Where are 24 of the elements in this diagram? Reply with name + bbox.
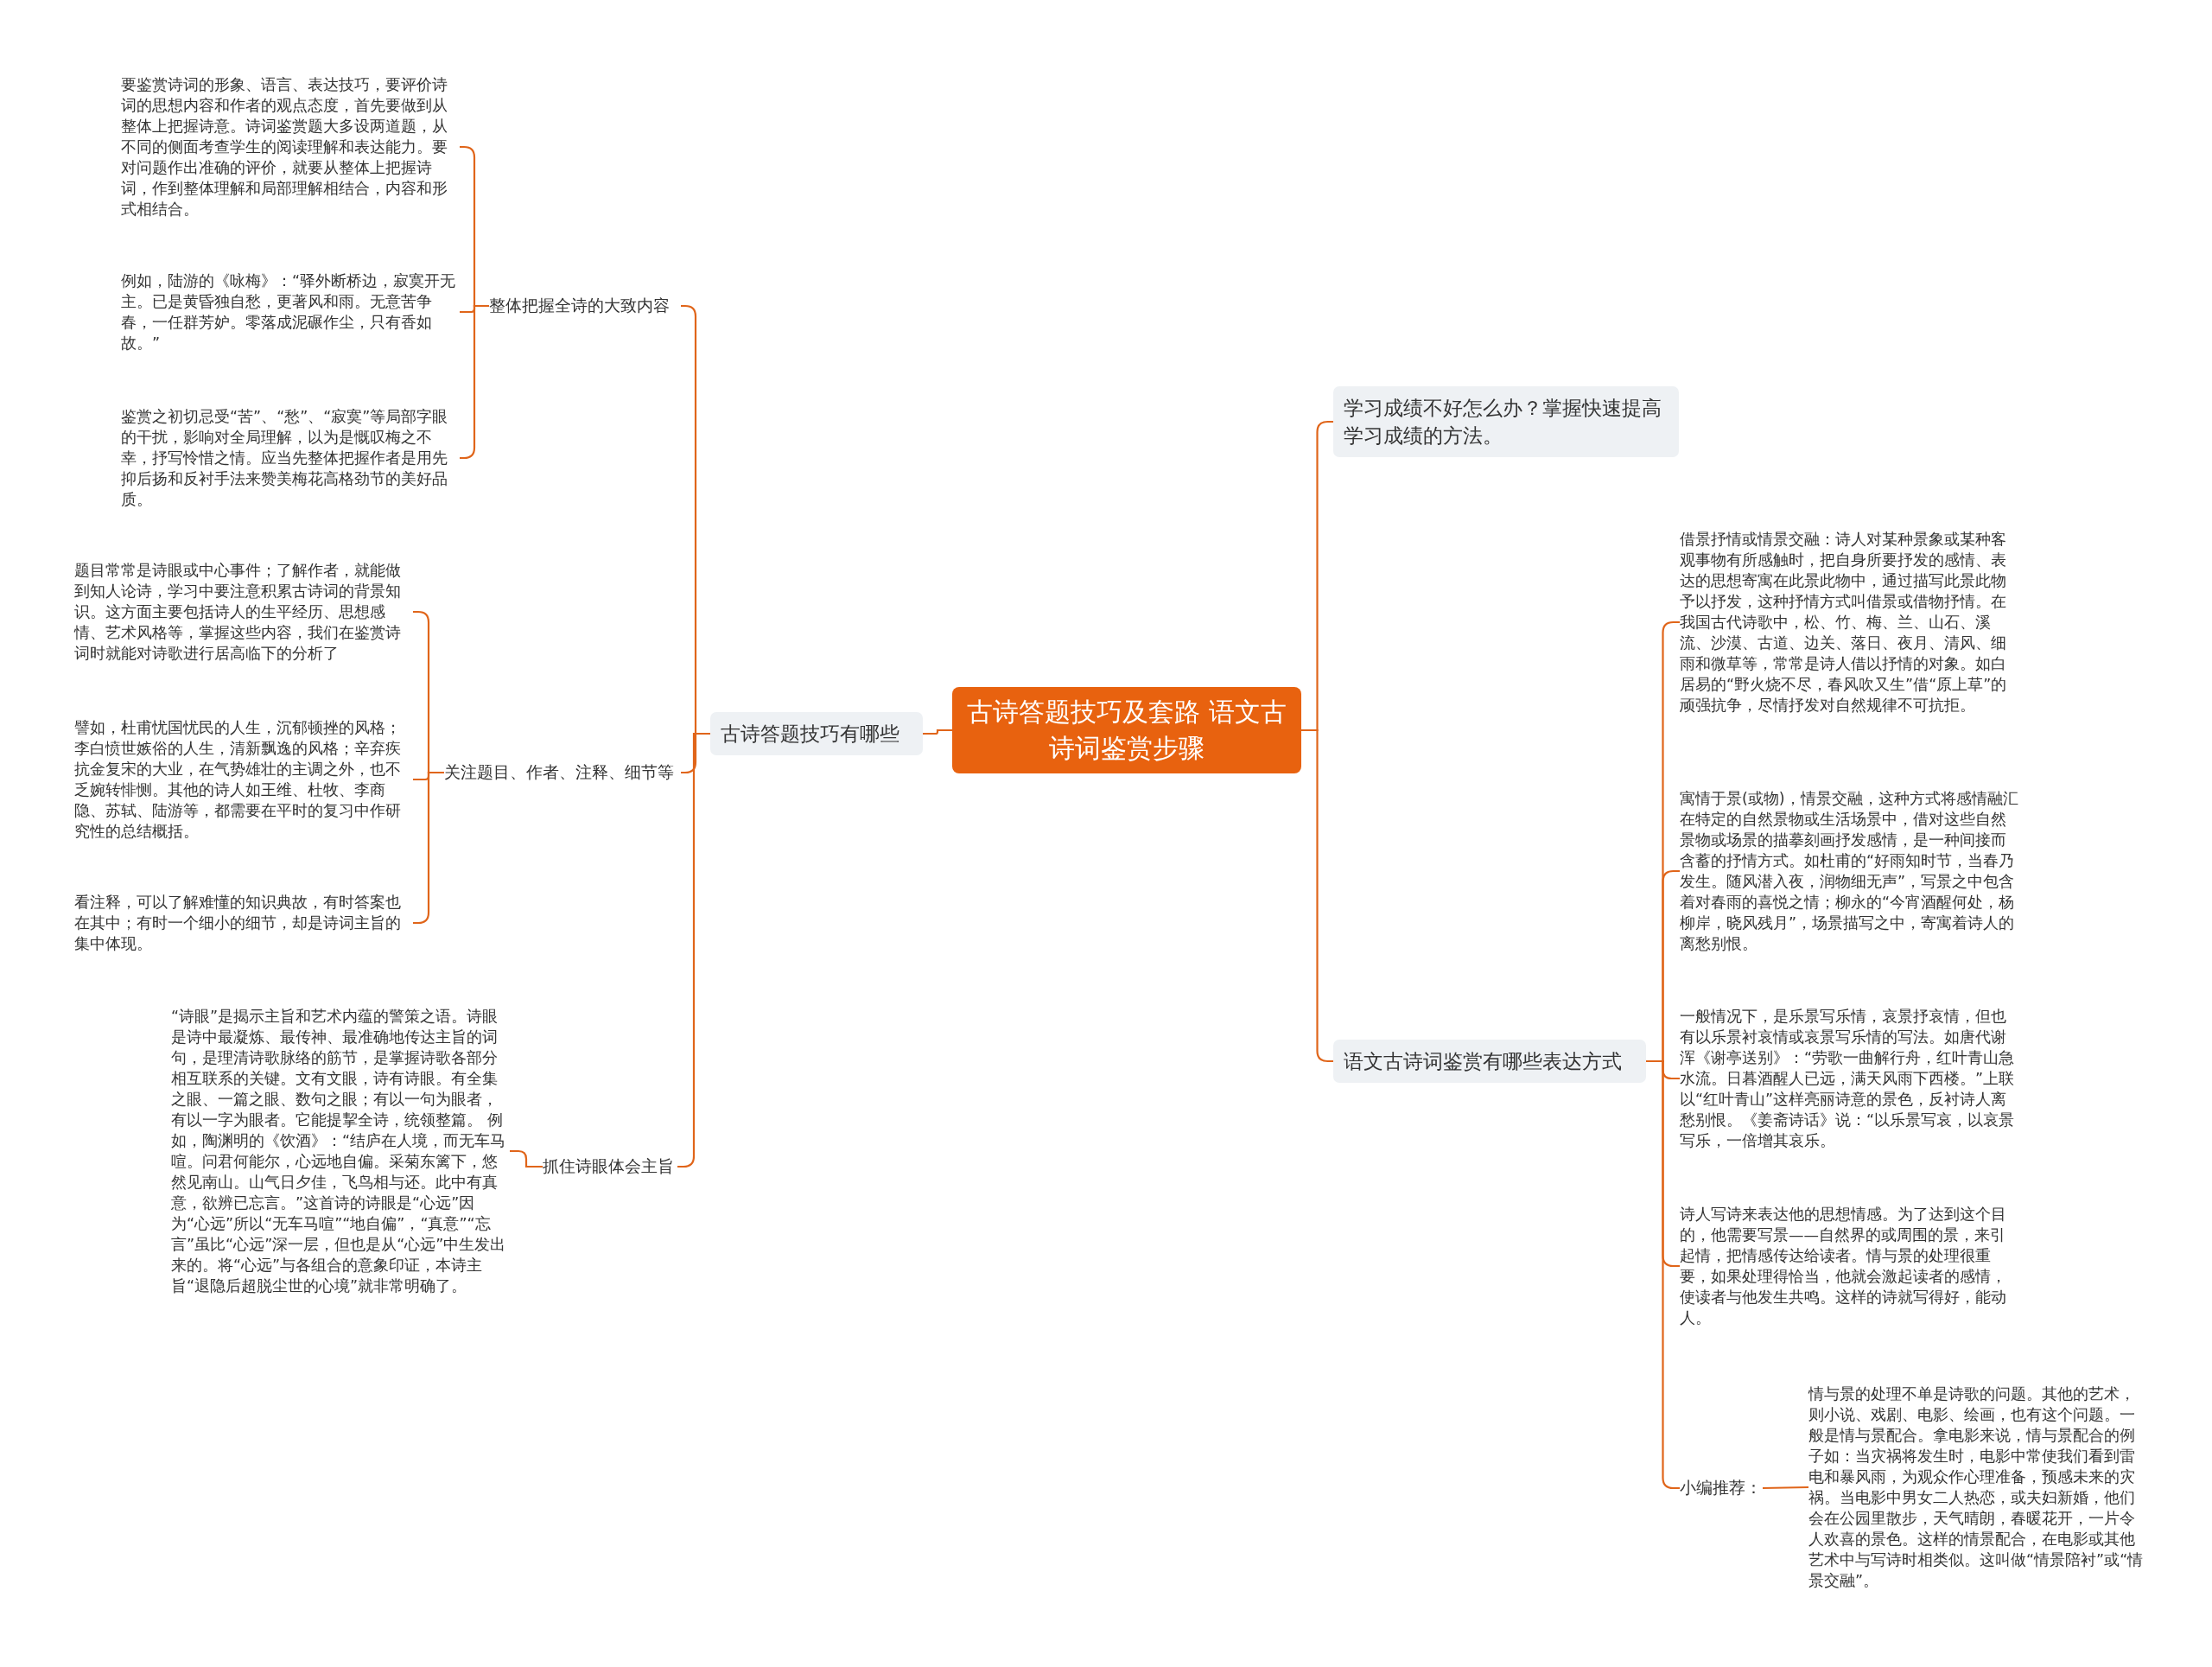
topic-box: 学习成绩不好怎么办？掌握快速提高学习成绩的方法。 [1333, 386, 1679, 457]
note-text: 寓情于景(或物)，情景交融，这种方式将感情融汇在特定的自然景物或生活场景中，借对这些自然景物或场景的描摹刻画抒发感情，是一种间接而含蓄的抒情方式。如杜甫的“好雨知时节，当春乃发生。随风潜入夜，润物细无声”，写景之中包含着对春雨的喜悦之情；柳永的“今宵酒醒何处，杨柳岸，晓风残月”，场景描写之中，寄寓着诗人的离愁别恨。 [1680, 788, 2018, 954]
note-text: 一般情况下，是乐景写乐情，哀景抒哀情，但也有以乐景衬哀情或哀景写乐情的写法。如唐代谢浑《谢亭送别》：“劳歌一曲解行舟，红叶青山急水流。日暮酒醒人已远，满天风雨下西楼。”上联以“红叶青山”这样亮丽诗意的景色，反衬诗人离愁别恨。《姜斋诗话》说：“以乐景写哀，以哀景写乐，一倍增其哀乐。 [1680, 1006, 2018, 1151]
root-topic-box: 古诗答题技巧及套路 语文古诗词鉴赏步骤 [952, 687, 1301, 773]
subtopic-label: 小编推荐： [1680, 1476, 1763, 1500]
note-text: 看注释，可以了解难懂的知识典故，有时答案也在其中；有时一个细小的细节，却是诗词主旨的集中体现。 [74, 892, 413, 954]
note-text: 题目常常是诗眼或中心事件；了解作者，就能做到知人论诗，学习中要注意积累古诗词的背景知识。这方面主要包括诗人的生平经历、思想感情、艺术风格等，掌握这些内容，我们在鉴赏诗词时就能对诗歌进行居高临下的分析了 [74, 560, 413, 664]
topic-box: 古诗答题技巧有哪些 [710, 712, 923, 755]
note-text: 情与景的处理不单是诗歌的问题。其他的艺术，则小说、戏剧、电影、绘画，也有这个问题。一般是情与景配合。拿电影来说，情与景配合的例子如：当灾祸将发生时，电影中常使我们看到雷电和暴风雨，为观众作心理准备，预感未来的灾祸。当电影中男女二人热恋，或夫妇新婚，他们会在公园里散步，天气晴朗，春暖花开，一片令人欢喜的景色。这样的情景配合，在电影或其他艺术中与写诗时相类似。这叫做“情景陪衬”或“情景交融”。 [1808, 1384, 2147, 1591]
note-text: “诗眼”是揭示主旨和艺术内蕴的警策之语。诗眼是诗中最凝炼、最传神、最准确地传达主旨的词句，是理清诗歌脉络的筋节，是掌握诗歌各部分相互联系的关键。文有文眼，诗有诗眼。有全集之眼、一篇之眼、数句之眼；有以一句为眼者，有以一字为眼者。它能提挈全诗，统领整篇。 例如，陶渊明的《饮酒》：“结庐在人境，而无车马喧。问君何能尔，心远地自偏。采菊东篱下，悠然见南山。山气日夕佳，飞鸟相与还。此中有真意，欲辨已忘言。”这首诗的诗眼是“心远”因为“心远”所以“无车马喧”“地自偏”，“真意”“忘言”虽比“心远”深一层，但也是从“心远”中生发出来的。将“心远”与各组合的意象印证，本诗主旨“退隐后超脱尘世的心境”就非常明确了。 [171, 1006, 510, 1296]
note-text: 譬如，杜甫忧国忧民的人生，沉郁顿挫的风格；李白愤世嫉俗的人生，清新飘逸的风格；辛弃疾抗金复宋的大业，在气势雄壮的主调之外，也不乏婉转悱恻。其他的诗人如王维、杜牧、李商隐、苏轼、陆游等，都需要在平时的复习中作研究性的总结概括。 [74, 717, 413, 842]
topic-box: 语文古诗词鉴赏有哪些表达方式 [1333, 1040, 1646, 1083]
note-text: 要鉴赏诗词的形象、语言、表达技巧，要评价诗词的思想内容和作者的观点态度，首先要做到从整体上把握诗意。诗词鉴赏题大多设两道题，从不同的侧面考查学生的阅读理解和表达能力。要对问题作出准确的评价，就要从整体上把握诗词，作到整体理解和局部理解相结合，内容和形式相结合。 [121, 74, 460, 220]
note-text: 鉴赏之初切忌受“苦”、“愁”、“寂寞”等局部字眼的干扰，影响对全局理解，以为是慨叹梅之不幸，抒写怜惜之情。应当先整体把握作者是用先抑后扬和反衬手法来赞美梅花高格劲节的美好品质。 [121, 406, 460, 510]
note-text: 借景抒情或情景交融：诗人对某种景象或某种客观事物有所感触时，把自身所要抒发的感情、表达的思想寄寓在此景此物中，通过描写此景此物予以抒发，这种抒情方式叫借景或借物抒情。在我国古代诗歌中，松、竹、梅、兰、山石、溪流、沙漠、古道、边关、落日、夜月、清风、细雨和微草等，常常是诗人借以抒情的对象。如白居易的“野火烧不尽，春风吹又生”借“原上草”的顽强抗争，尽情抒发对自然规律不可抗拒。 [1680, 529, 2018, 716]
subtopic-label: 关注题目、作者、注释、细节等 [444, 760, 681, 785]
note-text: 例如，陆游的《咏梅》：“驿外断桥边，寂寞开无主。已是黄昏独自愁，更著风和雨。无意苦争春，一任群芳妒。零落成泥碾作尘，只有香如故。” [121, 270, 460, 353]
subtopic-label: 抓住诗眼体会主旨 [543, 1155, 677, 1179]
connector-line [1301, 729, 1333, 1063]
note-text: 诗人写诗来表达他的思想情感。为了达到这个目的，他需要写景——自然界的或周围的景，来引起情，把情感传达给读者。情与景的处理很重要，如果处理得恰当，他就会激起读者的感情，使读者与他发生共鸣。这样的诗就写得好，能动人。 [1680, 1204, 2018, 1328]
connector-line [1762, 1486, 1809, 1490]
connector-line [510, 1149, 543, 1168]
connector-line [923, 729, 952, 735]
subtopic-label: 整体把握全诗的大致内容 [489, 294, 681, 318]
